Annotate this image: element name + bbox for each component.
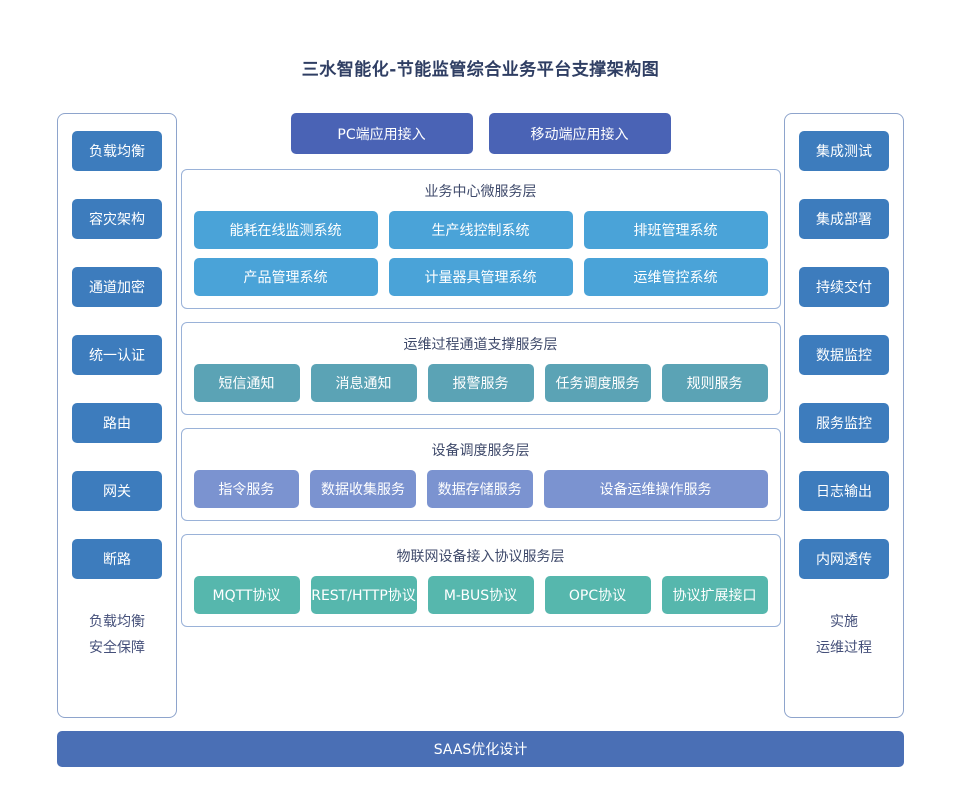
- cell-sms-notification[interactable]: 短信通知: [193, 364, 300, 402]
- diagram-frame: 负载均衡 容灾架构 通道加密 统一认证 路由 网关 断路 负载均衡 安全保障 P…: [57, 113, 904, 718]
- cell-opc-protocol[interactable]: OPC协议: [544, 576, 651, 614]
- access-button-pc[interactable]: PC端应用接入: [290, 113, 473, 154]
- right-item-1[interactable]: 集成部署: [799, 199, 889, 239]
- layer-iot-protocol-title: 物联网设备接入协议服务层: [396, 549, 565, 565]
- layer-business-row-2: 产品管理系统 计量器具管理系统 运维管控系统: [193, 258, 768, 296]
- cell-product-management[interactable]: 产品管理系统: [193, 258, 378, 296]
- layer-business-row-1: 能耗在线监测系统 生产线控制系统 排班管理系统: [193, 211, 768, 249]
- cell-rest-http-protocol[interactable]: REST/HTTP协议: [310, 576, 417, 614]
- cell-mqtt-protocol[interactable]: MQTT协议: [193, 576, 300, 614]
- left-item-5[interactable]: 网关: [72, 471, 162, 511]
- saas-optimization-bar[interactable]: SAAS优化设计: [57, 731, 904, 767]
- layer-business: 业务中心微服务层 能耗在线监测系统 生产线控制系统 排班管理系统 产品管理系统 …: [180, 169, 781, 309]
- layer-ops-channel-row-1: 短信通知 消息通知 报警服务 任务调度服务 规则服务: [193, 364, 768, 402]
- cell-task-scheduling-service[interactable]: 任务调度服务: [544, 364, 651, 402]
- right-item-2[interactable]: 持续交付: [799, 267, 889, 307]
- layer-ops-channel-title: 运维过程通道支撑服务层: [403, 337, 558, 353]
- left-capability-panel: 负载均衡 容灾架构 通道加密 统一认证 路由 网关 断路 负载均衡 安全保障: [57, 113, 177, 718]
- right-devops-panel: 集成测试 集成部署 持续交付 数据监控 服务监控 日志输出 内网透传 实施 运维…: [784, 113, 904, 718]
- cell-rule-service[interactable]: 规则服务: [661, 364, 768, 402]
- cell-ops-control[interactable]: 运维管控系统: [583, 258, 768, 296]
- cell-production-line-control[interactable]: 生产线控制系统: [388, 211, 573, 249]
- layer-iot-protocol-row-1: MQTT协议 REST/HTTP协议 M-BUS协议 OPC协议 协议扩展接口: [193, 576, 768, 614]
- right-item-5[interactable]: 日志输出: [799, 471, 889, 511]
- layer-iot-protocol: 物联网设备接入协议服务层 MQTT协议 REST/HTTP协议 M-BUS协议 …: [180, 534, 781, 627]
- cell-metering-device-management[interactable]: 计量器具管理系统: [388, 258, 573, 296]
- right-footer-line-2: 运维过程: [816, 640, 872, 656]
- page-title: 三水智能化-节能监管综合业务平台支撑架构图: [301, 60, 660, 80]
- cell-mbus-protocol[interactable]: M-BUS协议: [427, 576, 534, 614]
- layer-device-scheduling-row-1: 指令服务 数据收集服务 数据存储服务 设备运维操作服务: [193, 470, 768, 508]
- cell-shift-management[interactable]: 排班管理系统: [583, 211, 768, 249]
- right-item-6[interactable]: 内网透传: [799, 539, 889, 579]
- cell-message-notification[interactable]: 消息通知: [310, 364, 417, 402]
- right-panel-footer: 实施 运维过程: [816, 609, 872, 661]
- cell-data-collection-service[interactable]: 数据收集服务: [310, 470, 416, 508]
- access-button-row: PC端应用接入 移动端应用接入: [181, 113, 781, 154]
- right-footer-line-1: 实施: [830, 614, 858, 630]
- left-item-1[interactable]: 容灾架构: [72, 199, 162, 239]
- left-item-4[interactable]: 路由: [72, 403, 162, 443]
- left-item-6[interactable]: 断路: [72, 539, 162, 579]
- cell-energy-monitoring[interactable]: 能耗在线监测系统: [193, 211, 378, 249]
- cell-data-storage-service[interactable]: 数据存储服务: [426, 470, 533, 508]
- left-footer-line-1: 负载均衡: [89, 614, 145, 630]
- left-panel-footer: 负载均衡 安全保障: [89, 609, 145, 661]
- layer-business-title: 业务中心微服务层: [424, 184, 537, 200]
- left-footer-line-2: 安全保障: [89, 640, 145, 656]
- layer-ops-channel: 运维过程通道支撑服务层 短信通知 消息通知 报警服务 任务调度服务 规则服务: [180, 322, 781, 415]
- cell-command-service[interactable]: 指令服务: [193, 470, 300, 508]
- right-item-0[interactable]: 集成测试: [799, 131, 889, 171]
- left-item-2[interactable]: 通道加密: [72, 267, 162, 307]
- cell-protocol-extension-interface[interactable]: 协议扩展接口: [661, 576, 768, 614]
- access-button-mobile[interactable]: 移动端应用接入: [488, 113, 671, 154]
- layer-device-scheduling: 设备调度服务层 指令服务 数据收集服务 数据存储服务 设备运维操作服务: [180, 428, 781, 521]
- left-item-0[interactable]: 负载均衡: [72, 131, 162, 171]
- left-item-3[interactable]: 统一认证: [72, 335, 162, 375]
- center-column: PC端应用接入 移动端应用接入 业务中心微服务层 能耗在线监测系统 生产线控制系…: [180, 113, 781, 718]
- cell-device-ops-operation-service[interactable]: 设备运维操作服务: [543, 470, 768, 508]
- layer-device-scheduling-title: 设备调度服务层: [431, 443, 530, 459]
- right-item-3[interactable]: 数据监控: [799, 335, 889, 375]
- right-item-4[interactable]: 服务监控: [799, 403, 889, 443]
- cell-alarm-service[interactable]: 报警服务: [427, 364, 534, 402]
